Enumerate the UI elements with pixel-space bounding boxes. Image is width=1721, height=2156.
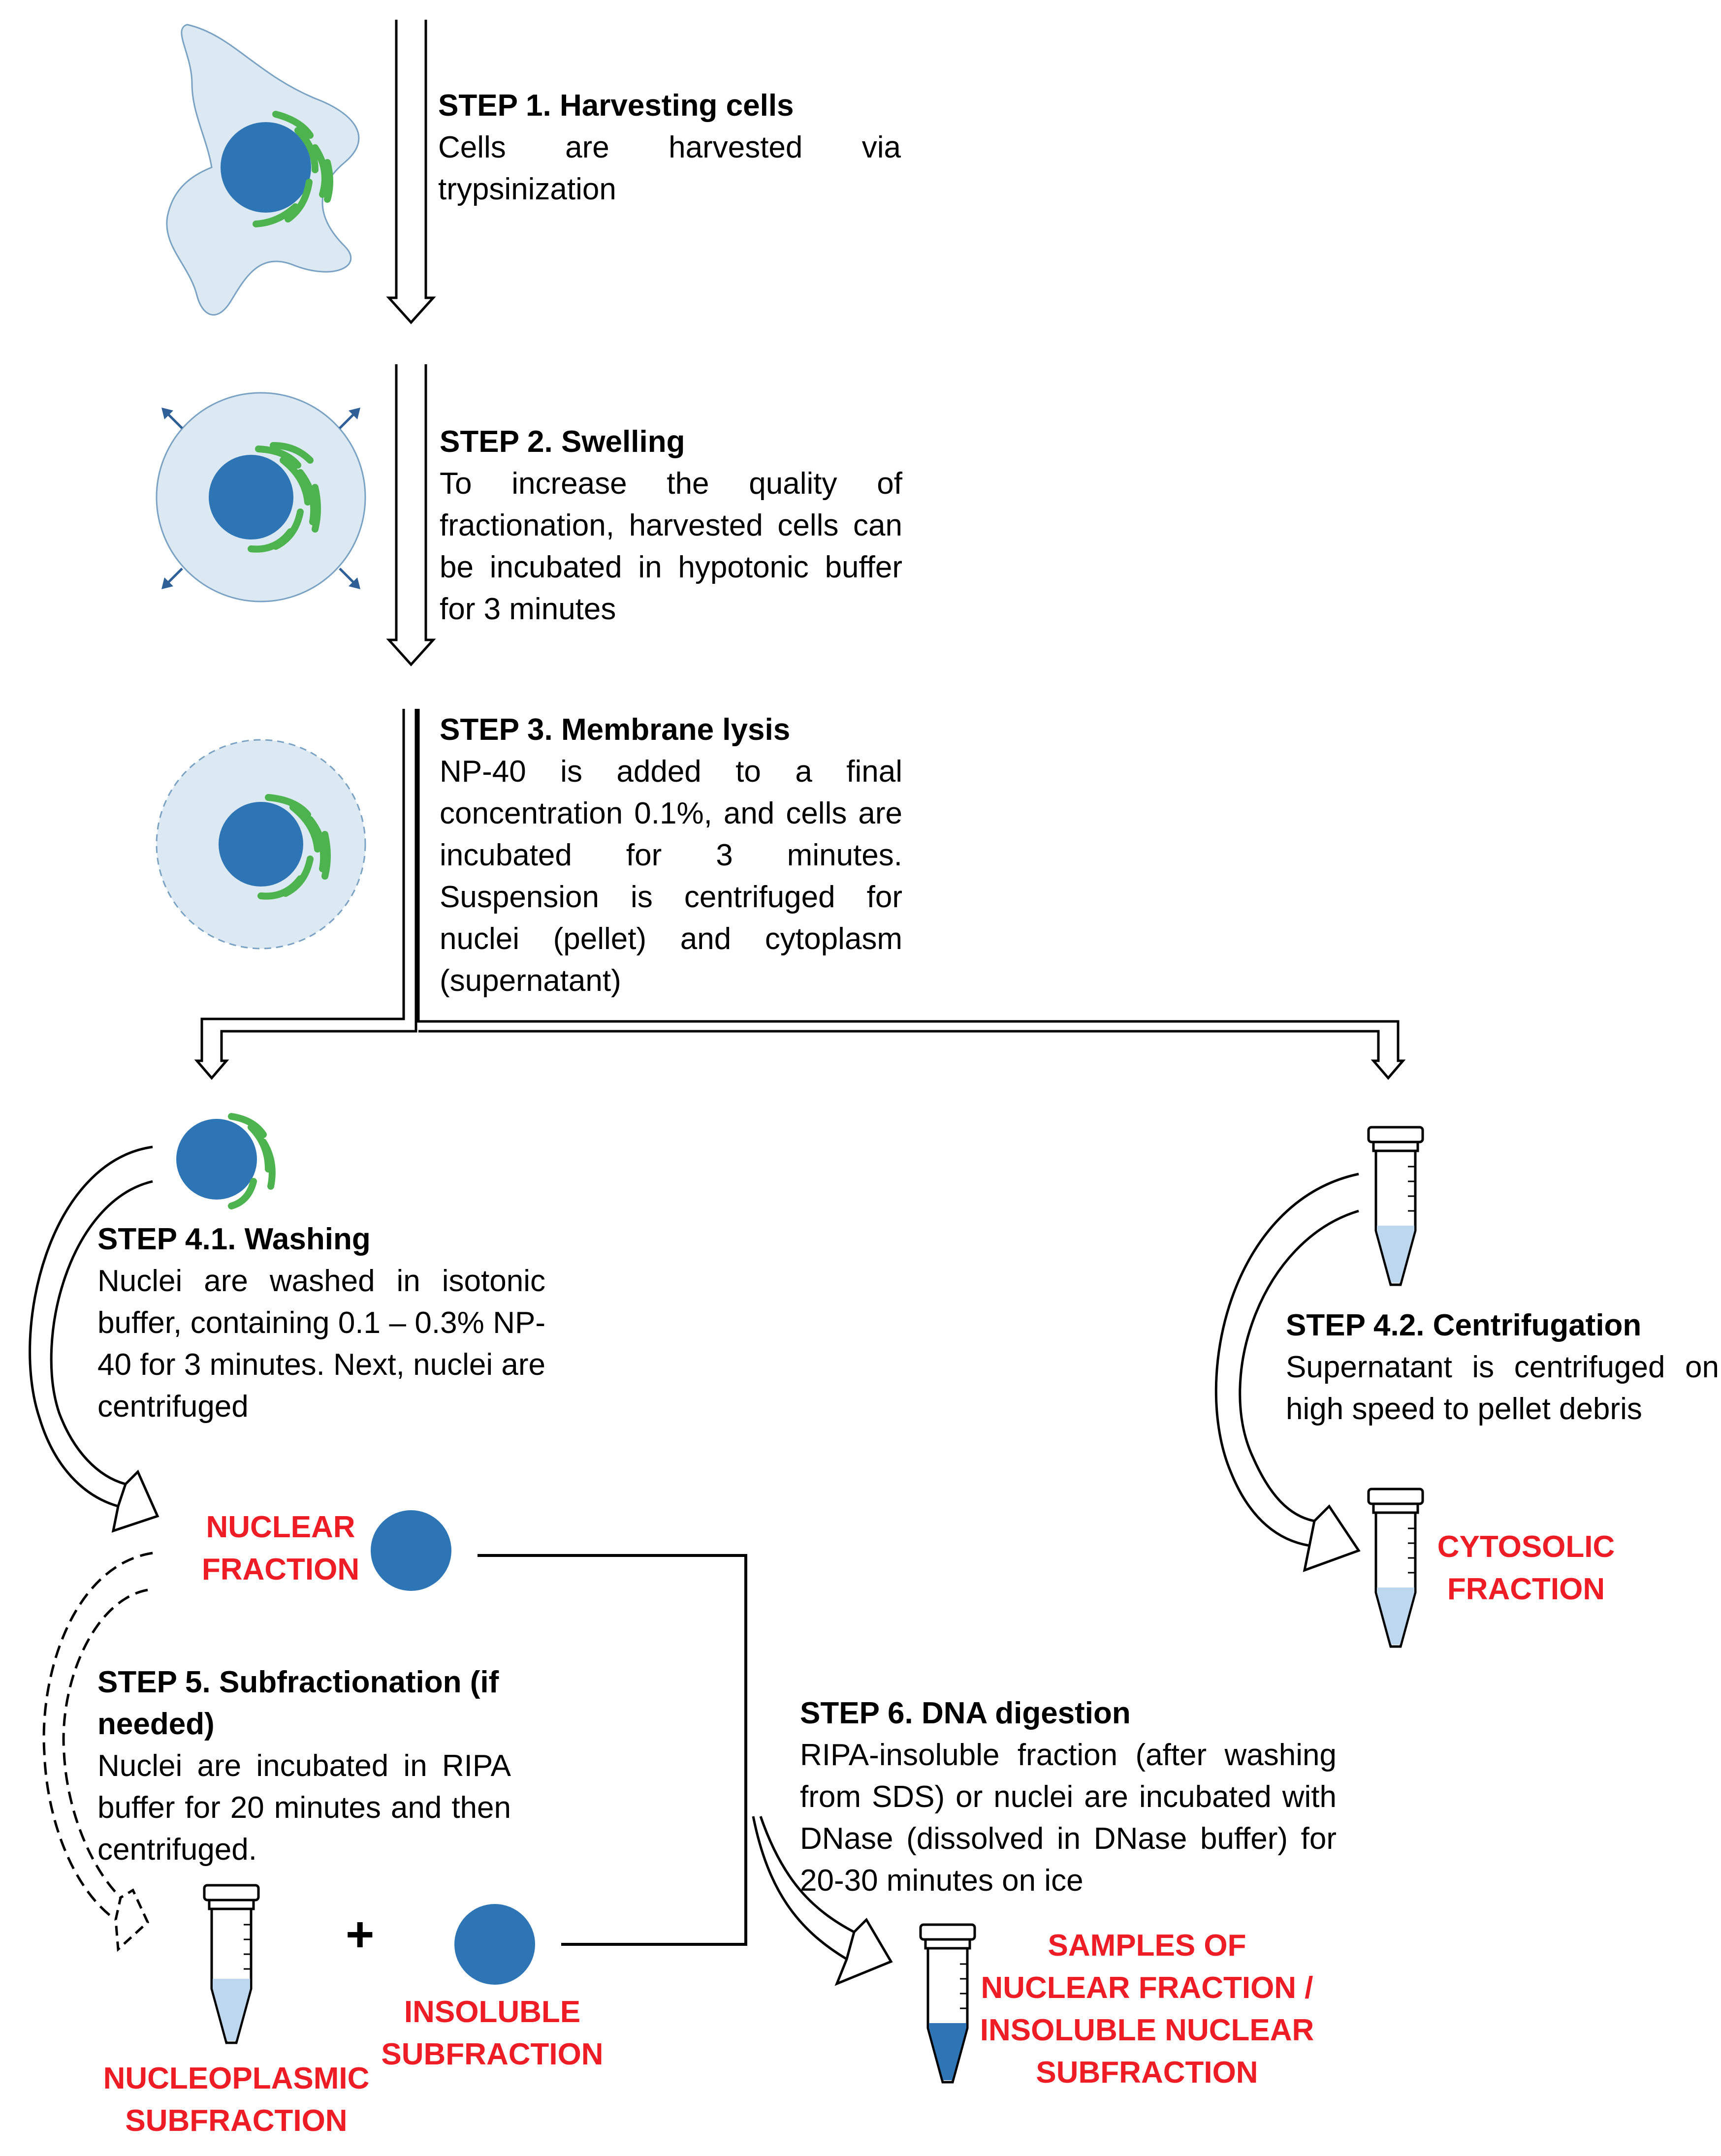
insoluble-subfraction-label: INSOLUBLE SUBFRACTION bbox=[374, 1991, 610, 2076]
step-6-body: RIPA-insoluble fraction (after washing f… bbox=[800, 1738, 1337, 1898]
step-5: STEP 5. Subfractionation (if needed) Nuc… bbox=[97, 1661, 511, 1871]
lysed-cell-icon bbox=[156, 739, 366, 950]
step-2-body: To increase the quality of fractionation… bbox=[440, 467, 902, 626]
step-1-title: STEP 1. Harvesting cells bbox=[438, 89, 794, 123]
step-5-title: STEP 5. Subfractionation (if needed) bbox=[97, 1665, 499, 1741]
arrow-washing bbox=[29, 1145, 159, 1533]
step-2-title: STEP 2. Swelling bbox=[440, 425, 685, 459]
arrow-subfractionation-head bbox=[114, 1888, 150, 1952]
arrow-dna-digestion bbox=[752, 1816, 893, 1986]
nuclear-fraction-label: NUCLEAR FRACTION bbox=[187, 1506, 374, 1591]
cytosolic-tube-icon bbox=[1367, 1488, 1424, 1648]
nuclear-label-line1: NUCLEAR bbox=[206, 1510, 355, 1544]
step-5-body: Nuclei are incubated in RIPA buffer for … bbox=[97, 1749, 511, 1867]
plus-sign: + bbox=[346, 1907, 375, 1962]
samples-label-line3: INSOLUBLE NUCLEAR bbox=[980, 2013, 1314, 2047]
step-6: STEP 6. DNA digestion RIPA-insoluble fra… bbox=[800, 1692, 1337, 1902]
harvested-cell-icon bbox=[166, 24, 360, 316]
nuclear-fraction-nucleus-icon bbox=[371, 1510, 451, 1591]
step-3-title: STEP 3. Membrane lysis bbox=[440, 713, 791, 747]
arrow-step2 bbox=[386, 364, 436, 666]
samples-label-line2: NUCLEAR FRACTION / bbox=[981, 1971, 1313, 2005]
arrow-subfractionation bbox=[42, 1552, 153, 1921]
step-4-2: STEP 4.2. Centrifugation Supernatant is … bbox=[1286, 1304, 1719, 1430]
cytosolic-fraction-label: CYTOSOLIC FRACTION bbox=[1428, 1526, 1625, 1611]
cytosolic-label-line2: FRACTION bbox=[1447, 1572, 1605, 1606]
samples-label-line1: SAMPLES OF bbox=[1048, 1929, 1246, 1963]
nucleoplasmic-subfraction-label: NUCLEOPLASMIC SUBFRACTION bbox=[89, 2058, 384, 2142]
step-6-title: STEP 6. DNA digestion bbox=[800, 1696, 1131, 1730]
washed-nucleus-icon bbox=[176, 1113, 276, 1209]
step-4-1-body: Nuclei are washed in isotonic buffer, co… bbox=[97, 1264, 545, 1424]
insoluble-label-line1: INSOLUBLE bbox=[404, 1995, 581, 2029]
arrow-centrifugation bbox=[1214, 1173, 1361, 1572]
step-1: STEP 1. Harvesting cells Cells are harve… bbox=[438, 85, 901, 210]
nucleoplasmic-tube-icon bbox=[203, 1884, 260, 2044]
step-2: STEP 2. Swelling To increase the quality… bbox=[440, 421, 902, 630]
swollen-cell-icon bbox=[156, 392, 366, 602]
step-1-body: Cells are harvested via trypsinization bbox=[438, 130, 901, 206]
step-3: STEP 3. Membrane lysis NP-40 is added to… bbox=[440, 709, 902, 1002]
step-4-2-title: STEP 4.2. Centrifugation bbox=[1286, 1308, 1642, 1342]
cytosolic-label-line1: CYTOSOLIC bbox=[1437, 1530, 1615, 1564]
supernatant-tube-icon bbox=[1367, 1126, 1424, 1286]
samples-label: SAMPLES OF NUCLEAR FRACTION / INSOLUBLE … bbox=[960, 1925, 1334, 2094]
step-4-1-title: STEP 4.1. Washing bbox=[97, 1222, 371, 1256]
nuclear-label-line2: FRACTION bbox=[201, 1553, 360, 1586]
nucleoplasmic-label-line1: NUCLEOPLASMIC bbox=[103, 2061, 370, 2095]
step-4-2-body: Supernatant is centrifuged on high speed… bbox=[1286, 1350, 1719, 1426]
samples-tube-icon bbox=[919, 1923, 976, 2084]
connector-line bbox=[478, 1554, 747, 1946]
step-3-body: NP-40 is added to a final concentration … bbox=[440, 755, 902, 998]
nucleoplasmic-label-line2: SUBFRACTION bbox=[125, 2104, 348, 2138]
samples-label-line4: SUBFRACTION bbox=[1036, 2056, 1258, 2090]
arrow-step1 bbox=[386, 20, 436, 324]
arrow-split bbox=[194, 709, 1406, 1080]
step-4-1: STEP 4.1. Washing Nuclei are washed in i… bbox=[97, 1218, 545, 1427]
insoluble-nucleus-icon bbox=[454, 1904, 535, 1985]
insoluble-label-line2: SUBFRACTION bbox=[381, 2037, 604, 2071]
